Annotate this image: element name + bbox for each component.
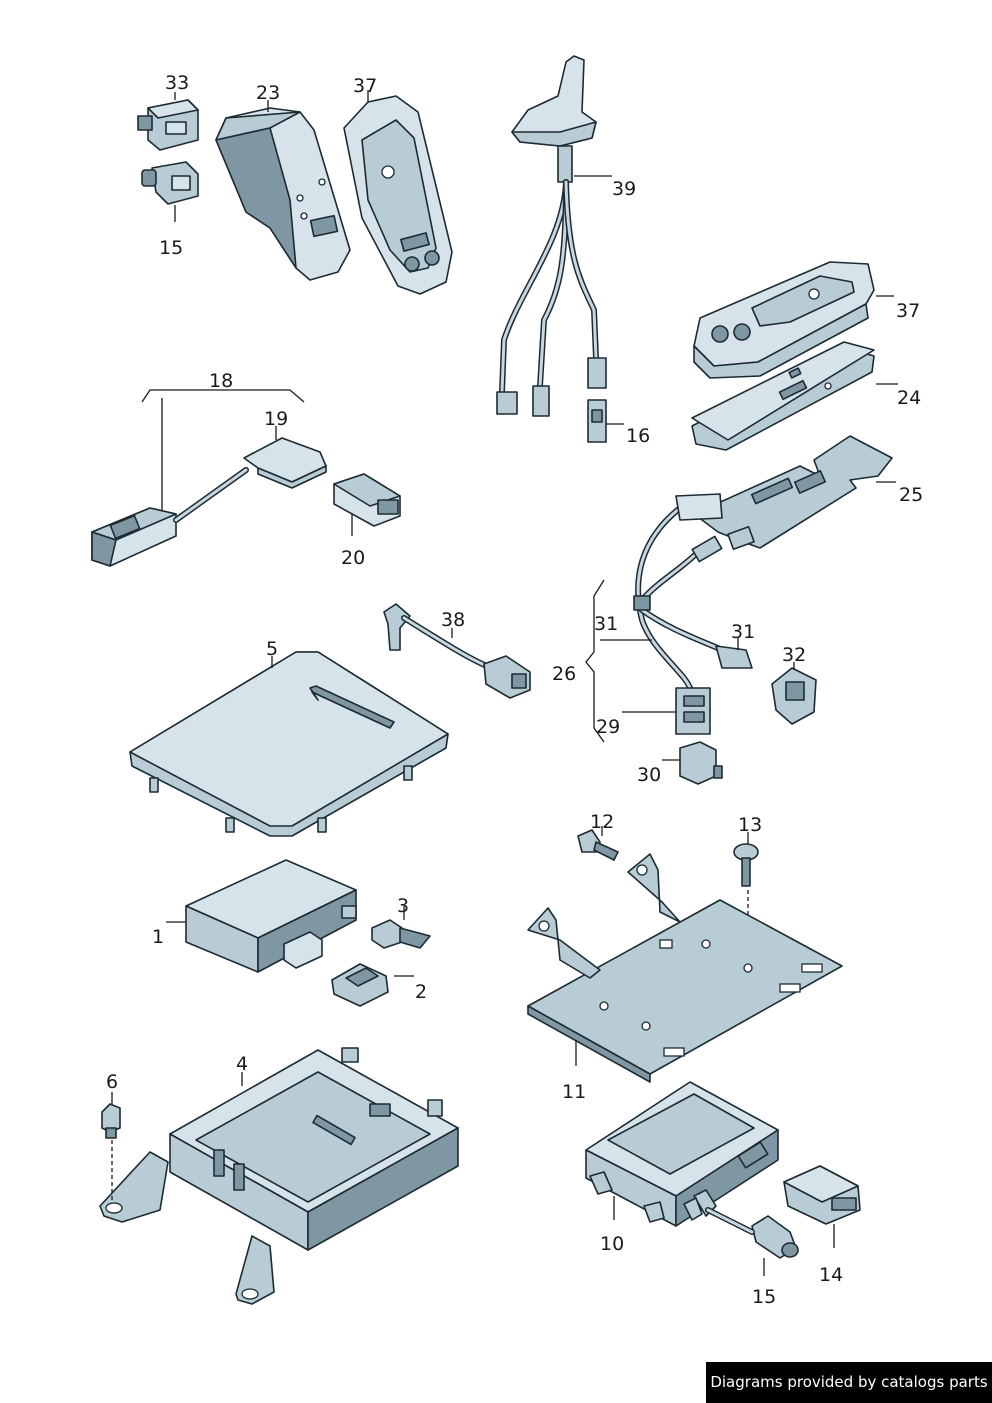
part-6-stud xyxy=(101,1103,121,1139)
label-10: 10 xyxy=(600,1233,624,1255)
part-12-bolt xyxy=(577,829,619,861)
part-30-connector xyxy=(679,741,723,785)
label-24: 24 xyxy=(897,387,921,409)
part-26-cable-harness xyxy=(633,493,755,691)
label-33: 33 xyxy=(165,72,189,94)
label-3: 3 xyxy=(397,895,409,917)
part-32-connector xyxy=(771,667,817,725)
part-25-circuit-board xyxy=(693,435,893,549)
label-12: 12 xyxy=(590,811,614,833)
part-16-connector xyxy=(587,399,607,443)
label-1: 1 xyxy=(152,926,164,948)
part-10-amplifier xyxy=(585,1081,779,1227)
label-37-top: 37 xyxy=(353,75,377,97)
part-4-base-tray xyxy=(99,1047,459,1305)
label-5: 5 xyxy=(266,638,278,660)
label-38: 38 xyxy=(441,609,465,631)
label-15-bottom: 15 xyxy=(752,1286,776,1308)
part-29-connector xyxy=(675,687,711,735)
label-31-left: 31 xyxy=(594,613,618,635)
part-labels: 33 23 37 15 39 37 24 16 18 19 20 25 38 5… xyxy=(106,72,923,1308)
label-19: 19 xyxy=(264,408,288,430)
label-23: 23 xyxy=(256,82,280,104)
part-24-mounting-plate xyxy=(691,341,875,451)
part-14-connector xyxy=(783,1165,861,1225)
footer-attribution: Diagrams provided by catalogs parts xyxy=(706,1362,992,1403)
label-14: 14 xyxy=(819,1264,843,1286)
label-30: 30 xyxy=(637,764,661,786)
label-16: 16 xyxy=(626,425,650,447)
part-33-connector xyxy=(137,99,199,151)
label-18: 18 xyxy=(209,370,233,392)
part-1-control-unit xyxy=(185,859,357,973)
part-3-connector xyxy=(371,919,431,949)
part-18-module xyxy=(91,467,249,567)
label-11: 11 xyxy=(562,1081,586,1103)
part-38-antenna-cable xyxy=(383,603,531,699)
label-29: 29 xyxy=(596,716,620,738)
part-23-cradle xyxy=(215,107,351,281)
part-37-holder-upright xyxy=(343,95,453,295)
label-31-right: 31 xyxy=(731,621,755,643)
part-20-connector xyxy=(333,473,401,527)
part-39-roof-antenna xyxy=(496,55,607,417)
label-20: 20 xyxy=(341,547,365,569)
label-32: 32 xyxy=(782,644,806,666)
part-15-connector-top xyxy=(141,161,199,205)
part-19-connector xyxy=(243,437,327,489)
label-2: 2 xyxy=(415,981,427,1003)
label-37-right: 37 xyxy=(896,300,920,322)
label-39: 39 xyxy=(612,178,636,200)
label-6: 6 xyxy=(106,1071,118,1093)
part-5-cover xyxy=(129,651,449,837)
label-26: 26 xyxy=(552,663,576,685)
part-37-holder-flat xyxy=(693,261,875,379)
part-2-connector xyxy=(331,963,389,1007)
label-13: 13 xyxy=(738,814,762,836)
label-4: 4 xyxy=(236,1053,248,1075)
part-13-screw xyxy=(733,843,759,887)
label-15-top: 15 xyxy=(159,237,183,259)
label-25: 25 xyxy=(899,484,923,506)
part-11-bracket xyxy=(527,853,843,1083)
part-15-connector-bottom xyxy=(705,1207,799,1259)
